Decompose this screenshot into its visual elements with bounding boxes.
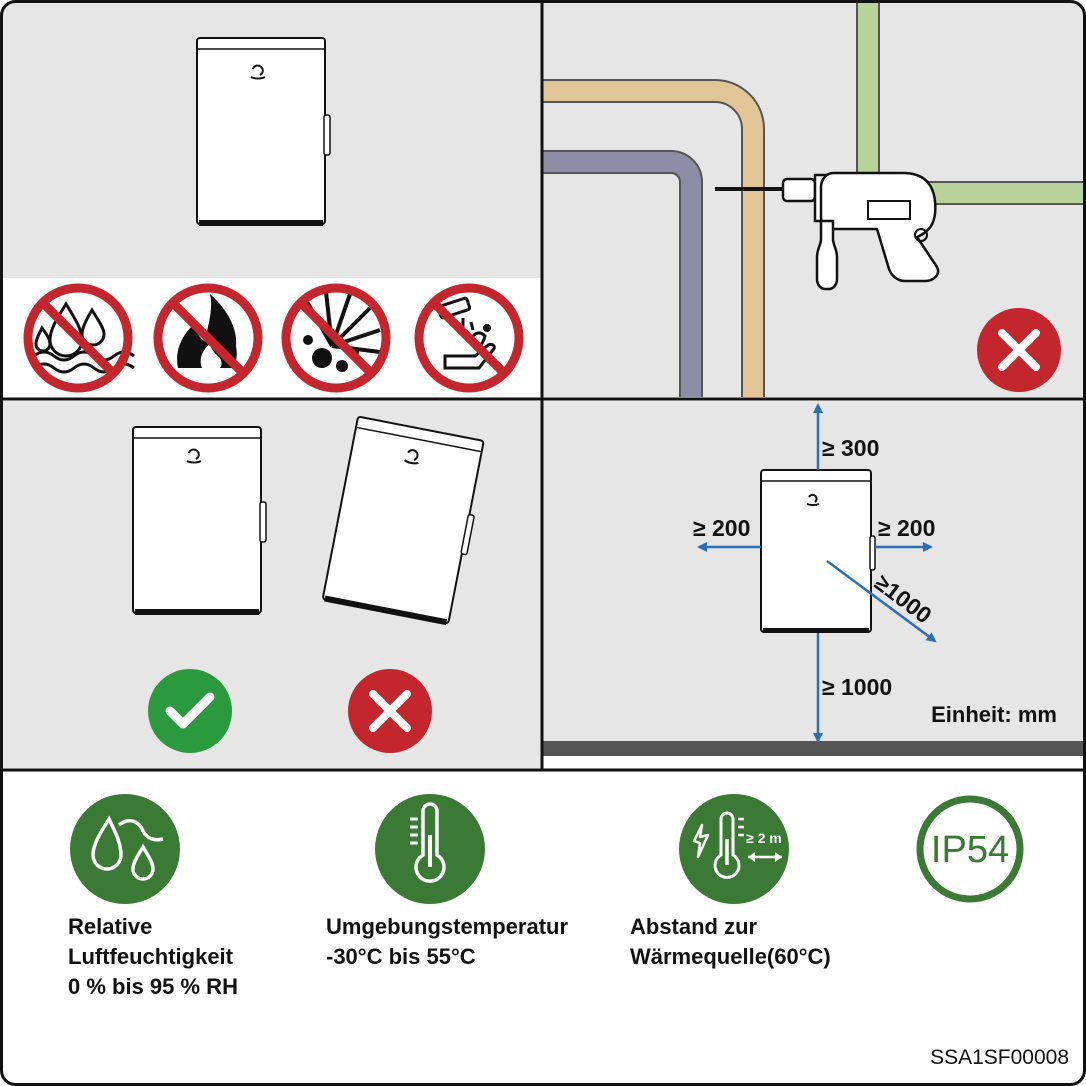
humidity-spec-text: Relative Luftfeuchtigkeit 0 % bis 95 % R… (68, 912, 238, 1002)
no-corrosives-icon (414, 283, 524, 393)
incorrect-x-icon (348, 669, 432, 753)
device-upright (132, 426, 267, 615)
pipe-tan (543, 79, 765, 397)
device-illustration (760, 469, 876, 633)
heat-source-distance-icon: ≥ 2 m (679, 794, 789, 904)
temperature-line-1: Umgebungstemperatur (326, 914, 569, 939)
heat-distance-badge: ≥ 2 m (746, 830, 782, 846)
pipe-gray (543, 150, 703, 397)
panel-no-drilling-near-pipes (543, 3, 1083, 397)
clearance-right-label: ≥ 200 (878, 515, 935, 541)
clearance-left-label: ≥ 200 (693, 515, 750, 541)
heat-source-spec-text: Abstand zur Wärmequelle(60°C) (630, 912, 831, 972)
panel-installation-clearances: ≥ 300 ≥ 200 ≥ 200 ≥1000 ≥ 1000 Einheit: … (543, 401, 1083, 768)
no-explosives-icon (281, 283, 391, 393)
correct-check-icon (148, 669, 232, 753)
humidity-line-3: 0 % bis 95 % RH (68, 974, 238, 999)
no-fire-icon (153, 283, 263, 393)
heat-source-line-1: Abstand zur (630, 914, 758, 939)
humidity-line-1: Relative (68, 914, 153, 939)
ip-rating-label: IP54 (931, 829, 1009, 871)
device-tilted (322, 416, 485, 626)
heat-source-line-2: Wärmequelle(60°C) (630, 944, 831, 969)
temperature-spec-text: Umgebungstemperatur -30°C bis 55°C (326, 912, 568, 972)
forbidden-x-icon (977, 308, 1061, 392)
pipe-green (856, 3, 1083, 205)
panel-mounting-orientation (3, 401, 541, 768)
humidity-droplets-icon (70, 794, 180, 904)
thermometer-icon (375, 794, 485, 904)
device-illustration (196, 37, 331, 226)
clearance-top-label: ≥ 300 (822, 435, 879, 461)
humidity-line-2: Luftfeuchtigkeit (68, 944, 233, 969)
unit-label: Einheit: mm (931, 702, 1057, 727)
figure-code: SSA1SF00008 (930, 1046, 1069, 1069)
specifications-section: ≥ 2 m IP54 Relative Luftfeuchtigkeit 0 %… (3, 772, 1083, 1083)
panel-environment-hazards (3, 3, 541, 397)
ip-rating-icon: IP54 (916, 795, 1024, 903)
clearance-bottom-label: ≥ 1000 (822, 674, 892, 700)
floor (543, 741, 1083, 756)
temperature-line-2: -30°C bis 55°C (326, 944, 476, 969)
